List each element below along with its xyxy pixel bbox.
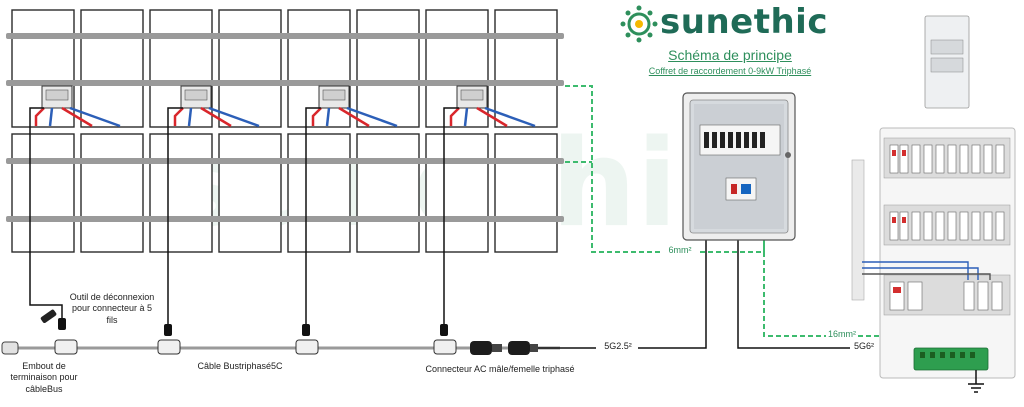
ac-connector-label: Connecteur AC mâle/femelle triphasé	[425, 364, 575, 374]
solar-panel	[356, 133, 420, 253]
ground-symbol-icon	[968, 370, 984, 393]
main-cable-section-label: 5G6²	[853, 341, 874, 351]
diagram-title: Schéma de principe	[668, 47, 792, 63]
ac-connector-icon	[470, 341, 538, 355]
connector-icon	[433, 339, 457, 355]
tool-label: Outil de déconnexion pour connecteur à 5…	[69, 292, 155, 325]
reference-panel-thumbnail	[924, 15, 970, 109]
solar-panel	[494, 133, 558, 253]
solar-panel	[218, 133, 282, 253]
solar-panel	[80, 9, 144, 128]
microinverters	[34, 85, 536, 128]
microinverter-icon	[34, 85, 121, 128]
cable-label: Câble Bustriphasé5C	[197, 361, 283, 371]
microinverter-icon	[311, 85, 398, 128]
connector-icon	[157, 339, 181, 355]
end-cap-icon	[1, 341, 19, 355]
distribution-board	[851, 127, 1016, 393]
earth-bar	[913, 347, 989, 371]
ground-cable-6-label: 6mm²	[668, 245, 692, 255]
sunethic-logo-icon	[620, 5, 658, 43]
trunk-bus-cable	[1, 309, 596, 355]
microinverter-icon	[173, 85, 260, 128]
microinverter-icon	[449, 85, 536, 128]
connector-icon	[295, 339, 319, 355]
solar-panel	[149, 133, 213, 253]
end-cap-label: Embout de terminaison pour câbleBus	[10, 361, 78, 394]
solar-panel	[287, 133, 351, 253]
solar-array	[6, 9, 564, 253]
solar-panel	[356, 9, 420, 128]
solar-panel	[80, 133, 144, 253]
disconnection-tool-icon	[40, 309, 57, 323]
solar-panel	[218, 9, 282, 128]
brand-name: sunethic	[660, 2, 828, 42]
solar-panel	[425, 133, 489, 253]
connector-icon	[54, 339, 78, 355]
ac-drop-cables	[29, 107, 459, 335]
solar-panel	[494, 9, 558, 128]
diagram-subtitle: Coffret de raccordement 0-9kW Triphasé	[648, 66, 812, 76]
ground-cable-16-label: 16mm²	[827, 329, 856, 339]
ac-cable-section-label: 5G2.5²	[604, 341, 632, 351]
connection-box	[682, 92, 796, 241]
mounting-rails	[6, 33, 564, 222]
solar-panel	[11, 133, 75, 253]
